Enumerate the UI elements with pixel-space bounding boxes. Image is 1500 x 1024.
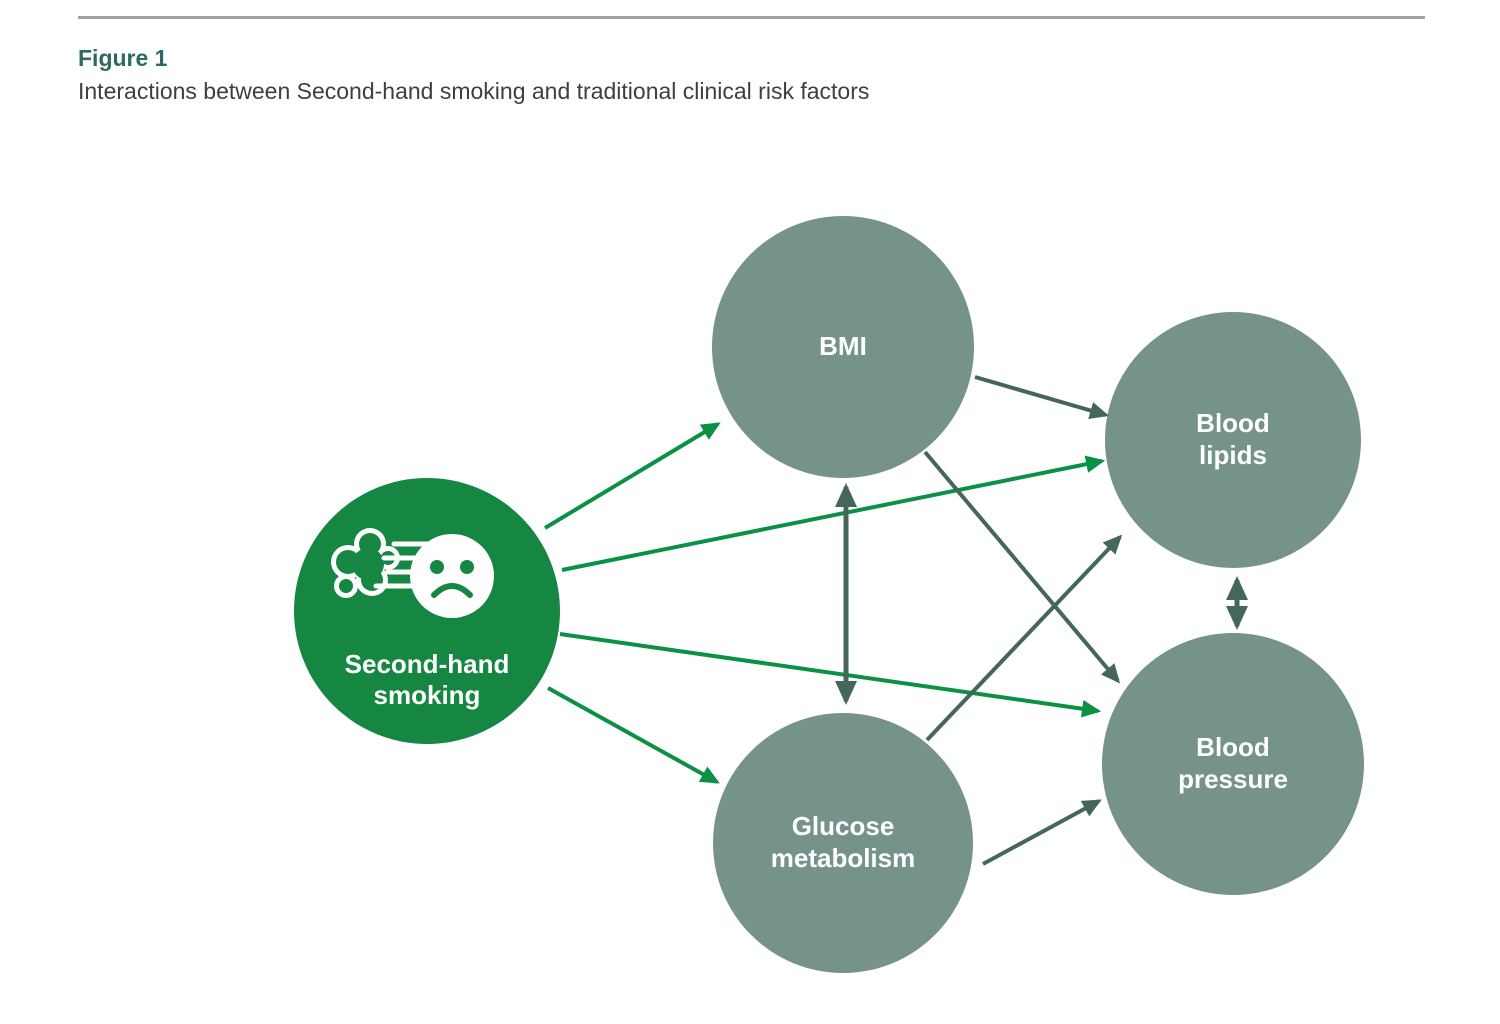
figure-caption: Interactions between Second-hand smoking… bbox=[78, 78, 870, 104]
node-glucose-metabolism: Glucose metabolism bbox=[713, 713, 973, 973]
edge-glucose-to-blood-pressure bbox=[982, 799, 1102, 866]
node-label-line: pressure bbox=[1178, 764, 1288, 794]
node-label-line: Glucose bbox=[791, 811, 895, 842]
edge-smoking-to-bmi bbox=[543, 422, 721, 530]
node-label-line: BMI bbox=[819, 331, 867, 362]
edge-bmi-to-blood-pressure bbox=[923, 450, 1121, 684]
node-label-line: smoking bbox=[373, 680, 481, 711]
node-label-line: lipids bbox=[1199, 440, 1267, 470]
sad-face-icon bbox=[410, 534, 494, 618]
figure-label: Figure 1 bbox=[78, 45, 168, 71]
node-label-line: Blood bbox=[1196, 732, 1270, 763]
figure-top-rule bbox=[78, 16, 1425, 19]
node-blood-pressure: Blood pressure bbox=[1102, 633, 1364, 895]
edge-smoking-to-blood-pressure bbox=[559, 632, 1102, 718]
node-bmi: BMI bbox=[712, 216, 974, 478]
edge-glucose-to-blood-lipids bbox=[925, 534, 1123, 742]
node-second-hand-smoking: Second-hand smoking bbox=[294, 478, 560, 744]
edge-smoking-to-glucose bbox=[547, 686, 720, 784]
edge-bmi-to-blood-lipids bbox=[974, 375, 1110, 419]
node-label-line: Second-hand bbox=[344, 648, 510, 679]
node-label-line: metabolism bbox=[770, 843, 916, 873]
node-blood-lipids: Blood lipids bbox=[1105, 312, 1361, 568]
node-label-line: Blood bbox=[1196, 408, 1270, 439]
second-hand-smoke-face-icon bbox=[331, 528, 494, 618]
